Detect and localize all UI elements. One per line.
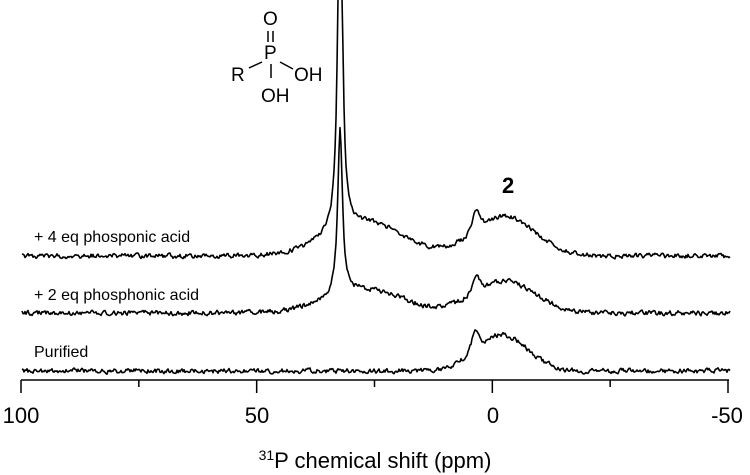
bond-p-oh-right bbox=[279, 61, 294, 70]
molecule-phosphorus: P bbox=[264, 43, 277, 64]
molecule-r-group: R bbox=[231, 65, 245, 86]
phosphonic-acid-structure: O P R OH OH bbox=[231, 9, 323, 107]
molecule-oh-bottom: OH bbox=[261, 86, 290, 107]
tick-label-100: 100 bbox=[3, 403, 40, 428]
x-axis-ticks bbox=[20, 380, 729, 393]
tick-label-50: 50 bbox=[245, 403, 269, 428]
trace-purified bbox=[21, 329, 731, 375]
x-axis: 100 50 0 -50 31P chemical shift (ppm) bbox=[3, 379, 743, 473]
tick-label-0: 0 bbox=[487, 403, 499, 428]
spectra-traces bbox=[21, 0, 731, 375]
tick-label-minus-50: -50 bbox=[711, 403, 743, 428]
series-label-4eq: + 4 eq phosponic acid bbox=[34, 229, 190, 246]
molecule-oxygen-top: O bbox=[263, 9, 278, 30]
x-axis-title: 31P chemical shift (ppm) bbox=[259, 447, 492, 473]
molecule-oh-right: OH bbox=[294, 65, 323, 86]
axis-title-superscript: 31 bbox=[259, 447, 275, 463]
peak-label-2: 2 bbox=[502, 173, 514, 198]
series-label-purified: Purified bbox=[34, 344, 88, 361]
trace-2eq-phosphonic-acid bbox=[21, 126, 731, 317]
trace-4eq-phosphonic-acid bbox=[21, 0, 731, 260]
axis-title-main: P chemical shift (ppm) bbox=[274, 448, 491, 473]
series-label-2eq: + 2 eq phosphonic acid bbox=[34, 287, 199, 304]
bond-r-p bbox=[248, 61, 263, 69]
